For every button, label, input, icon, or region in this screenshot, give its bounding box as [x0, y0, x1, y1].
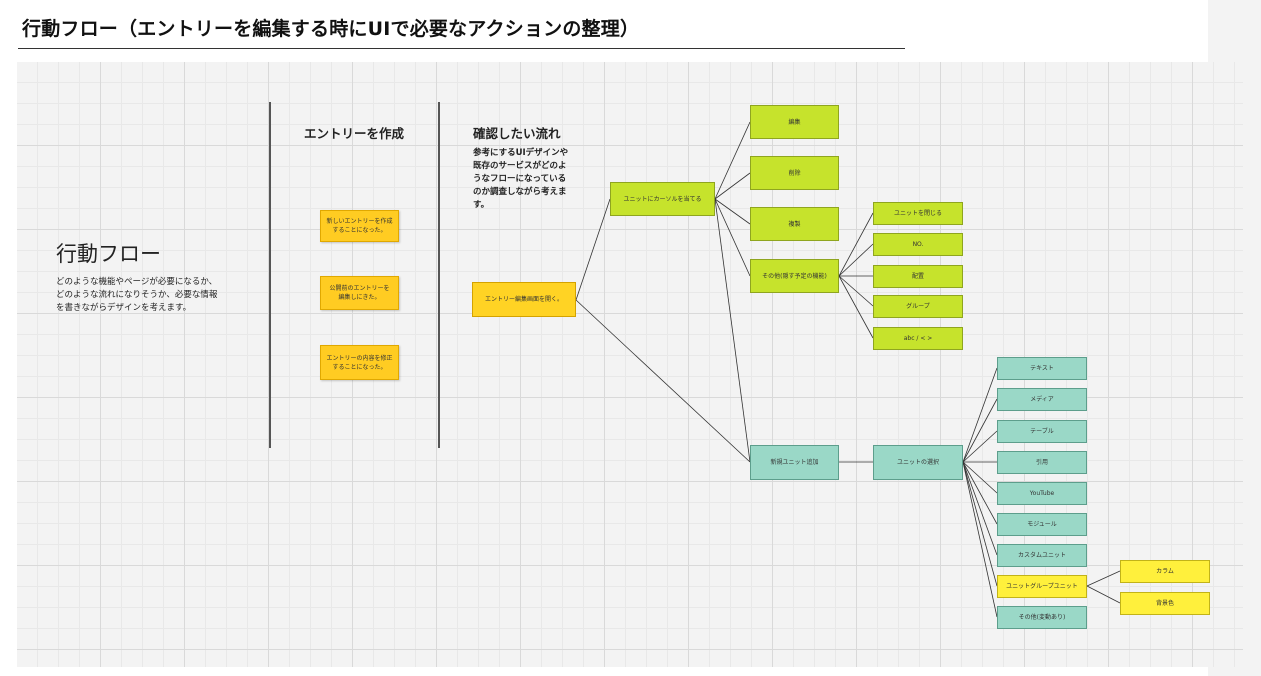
sticky-line: することになった。 [332, 227, 387, 234]
node-unit-media[interactable]: メディア [997, 388, 1087, 411]
node-unit-text[interactable]: テキスト [997, 357, 1087, 380]
node-open-editor[interactable]: エントリー編集画面を開く。 [472, 282, 576, 317]
flow-line: うなフローになっている [473, 174, 567, 184]
node-unit-module[interactable]: モジュール [997, 513, 1087, 536]
sticky-line: エントリーの内容を修正 [326, 354, 393, 362]
connector-lines [575, 121, 1121, 618]
edge-root-addunit [575, 299, 751, 463]
sticky-note-new-entry[interactable]: 新しいエントリーを作成することになった。 [320, 210, 399, 242]
node-unit-other[interactable]: その他(変動あり) [997, 606, 1087, 629]
title-divider [18, 48, 905, 49]
edge-hover-addunit [714, 198, 751, 463]
create-column-heading: エントリーを作成 [304, 126, 405, 141]
intro-description: どのような機能やページが必要になるか、 どのような流れになりそうか、必要な情報 … [56, 276, 266, 315]
flow-line: 既存のサービスがどのよ [473, 161, 567, 171]
node-unit-custom[interactable]: カスタムユニット [997, 544, 1087, 567]
node-option-layout[interactable]: 配置 [873, 265, 963, 288]
flow-column-heading: 確認したい流れ [473, 126, 561, 141]
sticky-line: することになった。 [332, 363, 387, 371]
flow-column-description: 参考にするUIデザインや 既存のサービスがどのよ うなフローになっている のか調… [473, 147, 593, 212]
node-group-bgcolor[interactable]: 背景色 [1120, 592, 1210, 615]
column-divider-1 [269, 102, 271, 448]
edge-hover-delete [714, 172, 751, 200]
intro-line: を書きながらデザインを考えます。 [56, 303, 192, 313]
sticky-line: 新しいエントリーを作成 [326, 218, 393, 225]
edge-select-groupunit [962, 461, 998, 587]
node-option-close-unit[interactable]: ユニットを閉じる [873, 202, 963, 225]
edge-other-no [838, 243, 874, 277]
node-select-unit[interactable]: ユニットの選択 [873, 445, 963, 480]
edge-select-media [962, 398, 998, 463]
edge-other-group [838, 275, 874, 307]
node-option-number[interactable]: NO. [873, 233, 963, 256]
node-action-duplicate[interactable]: 複製 [750, 207, 839, 241]
flow-line: のか調査しながら考えま [473, 187, 567, 197]
flow-line: 参考にするUIデザインや [473, 148, 569, 158]
node-option-abc[interactable]: abc / < > [873, 327, 963, 350]
node-action-edit[interactable]: 編集 [750, 105, 839, 139]
edge-select-table [962, 430, 998, 463]
edge-select-youtube [962, 461, 998, 494]
edge-hover-other [714, 198, 751, 277]
node-option-group[interactable]: グループ [873, 295, 963, 318]
page-title: 行動フロー（エントリーを編集する時にUIで必要なアクションの整理） [22, 18, 640, 40]
node-unit-quote[interactable]: 引用 [997, 451, 1087, 474]
sticky-line: 編集しにきた。 [338, 294, 381, 301]
node-action-delete[interactable]: 削除 [750, 156, 839, 190]
edge-select-etc [962, 461, 998, 618]
edge-group-column [1086, 570, 1121, 587]
edge-hover-edit [714, 121, 751, 200]
node-hover-unit[interactable]: ユニットにカーソルを当てる [610, 182, 715, 216]
sticky-line: 公開前のエントリーを [329, 285, 390, 292]
node-add-unit[interactable]: 新規ユニット追加 [750, 445, 839, 480]
edge-select-module [962, 461, 998, 525]
node-unit-table[interactable]: テーブル [997, 420, 1087, 443]
edge-hover-duplicate [714, 198, 751, 225]
sticky-note-fix-content[interactable]: エントリーの内容を修正することになった。 [320, 345, 399, 380]
edge-other-abc [838, 275, 874, 339]
intro-line: どのような流れになりそうか、必要な情報 [56, 290, 218, 300]
edge-select-custom [962, 461, 998, 556]
intro-heading: 行動フロー [56, 242, 161, 266]
whiteboard-canvas[interactable]: 行動フロー どのような機能やページが必要になるか、 どのような流れになりそうか、… [17, 62, 1243, 667]
sticky-note-edit-draft[interactable]: 公開前のエントリーを編集しにきた。 [320, 276, 399, 310]
edge-select-text [962, 367, 998, 463]
flow-line: す。 [473, 200, 490, 210]
column-divider-2 [438, 102, 440, 448]
intro-line: どのような機能やページが必要になるか、 [56, 277, 218, 287]
edge-group-bgcolor [1086, 585, 1121, 604]
node-unit-group-unit[interactable]: ユニットグループユニット [997, 575, 1087, 598]
node-group-column[interactable]: カラム [1120, 560, 1210, 583]
node-action-other[interactable]: その他(隠す予定の機能) [750, 259, 839, 293]
node-unit-youtube[interactable]: YouTube [997, 482, 1087, 505]
edge-other-close [838, 212, 874, 277]
edge-root-hover [575, 198, 611, 301]
